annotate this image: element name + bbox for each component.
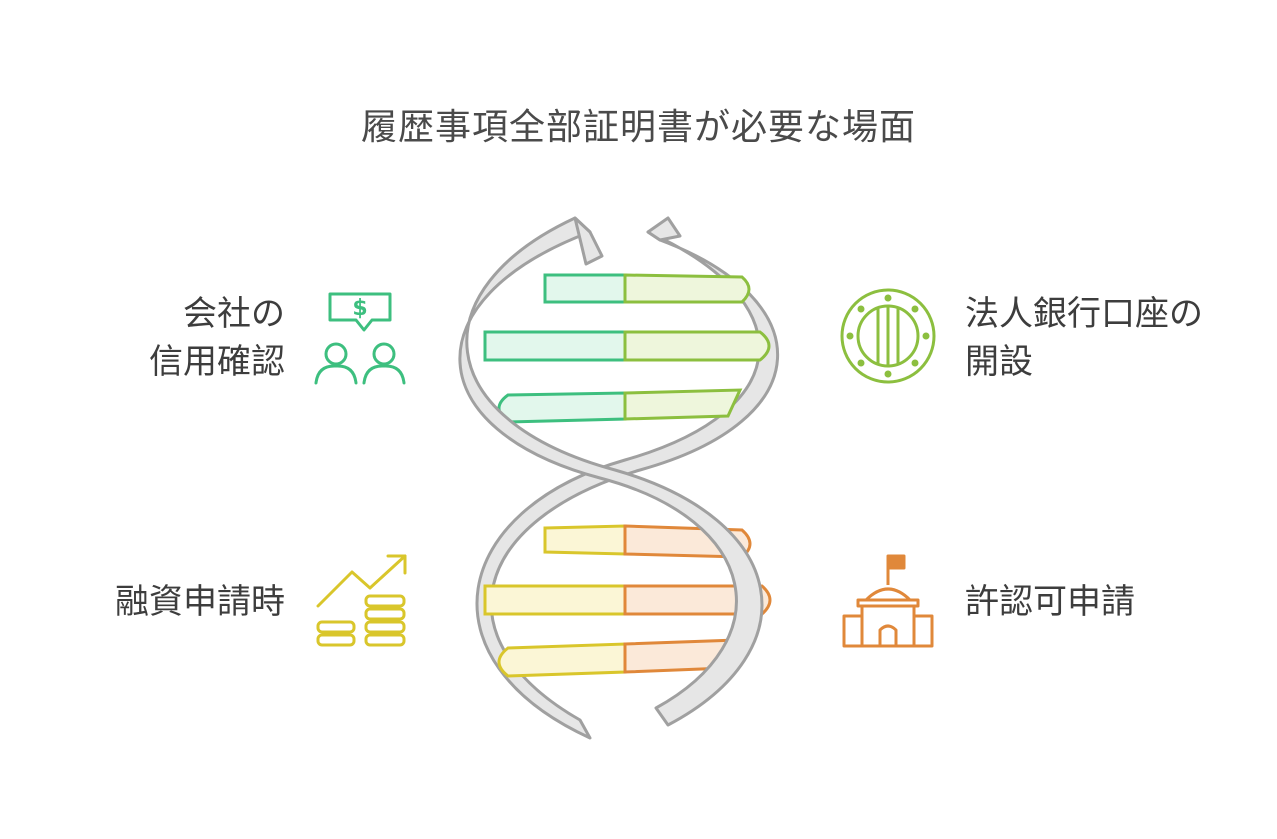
label-line: 開設 xyxy=(965,342,1033,382)
rung-3-right xyxy=(623,388,743,421)
label-corporate-bank-account: 法人銀行口座の 開設 xyxy=(965,290,1203,386)
label-permit-application: 許認可申請 xyxy=(965,578,1135,626)
rung-2-right xyxy=(623,330,771,362)
bank-vault-icon xyxy=(840,288,936,384)
label-line: 融資申請時 xyxy=(115,582,285,622)
rung-4 xyxy=(543,524,627,556)
label-line: 会社の xyxy=(183,294,285,334)
svg-text:$: $ xyxy=(352,296,367,321)
page-title: 履歴事項全部証明書が必要な場面 xyxy=(360,107,916,148)
growth-coins-icon xyxy=(316,554,407,647)
strand-cap-right-top xyxy=(646,216,682,242)
dna-strand-back xyxy=(475,230,779,740)
government-building-icon xyxy=(842,554,934,648)
rung-1 xyxy=(543,273,627,304)
people-with-money-speech-icon: $ xyxy=(314,292,406,385)
rung-6 xyxy=(497,642,627,678)
label-loan-application: 融資申請時 xyxy=(115,578,285,626)
rungs-top xyxy=(483,273,771,424)
rung-1-right xyxy=(623,273,751,304)
label-line: 信用確認 xyxy=(149,342,285,382)
label-company-credit-check: 会社の 信用確認 xyxy=(149,290,285,386)
label-line: 許認可申請 xyxy=(965,582,1135,622)
rung-2 xyxy=(483,330,627,362)
dna-strand-front xyxy=(458,216,764,727)
rung-5 xyxy=(483,584,627,616)
label-line: 法人銀行口座の xyxy=(965,294,1203,334)
strand-cap-left-top xyxy=(573,216,604,266)
rung-3 xyxy=(497,391,627,424)
